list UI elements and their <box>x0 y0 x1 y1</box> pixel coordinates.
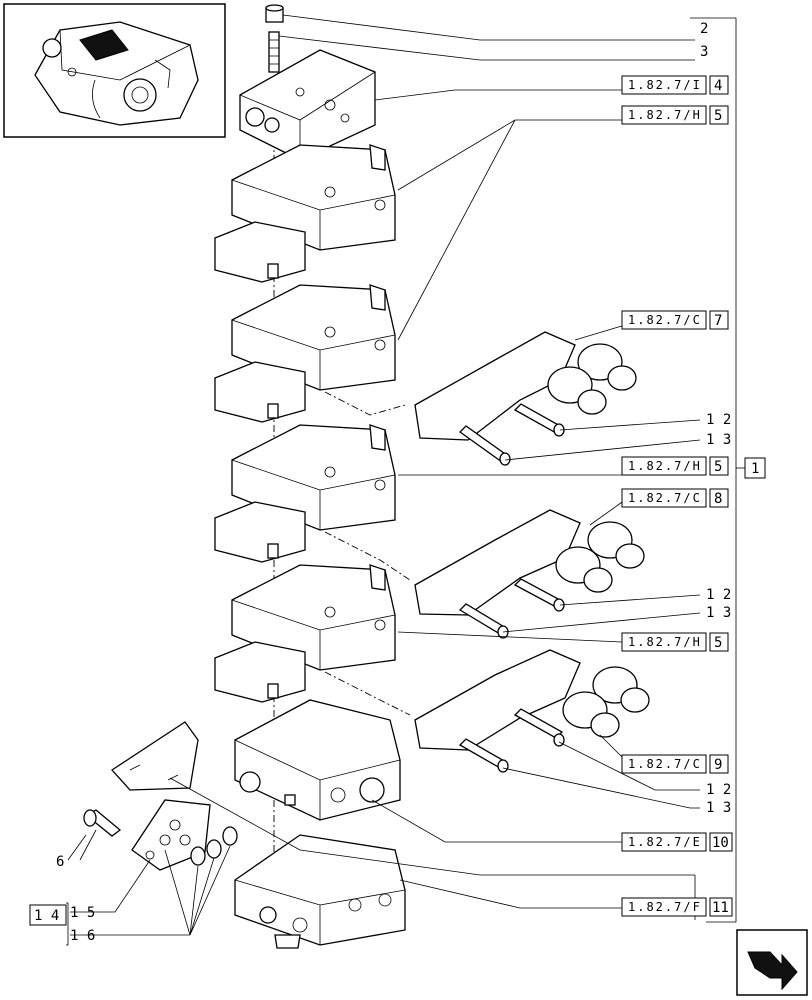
coupler-block-2 <box>414 509 645 639</box>
nut <box>265 4 284 23</box>
group-label: 1 <box>736 457 766 479</box>
svg-text:1: 1 <box>751 461 759 477</box>
callout-12c: 1 2 <box>706 782 731 798</box>
ref-num: 11 <box>712 900 729 916</box>
valve-section-2 <box>214 284 396 423</box>
callout-13a: 1 3 <box>706 432 731 448</box>
outlet-section <box>234 834 406 949</box>
ref-box-8[interactable]: 1.82.7/C 8 <box>621 488 729 508</box>
callout-12b: 1 2 <box>706 587 731 603</box>
ref-code: 1.82.7/E <box>628 835 702 849</box>
ref-num: 5 <box>714 459 722 475</box>
ref-num: 10 <box>712 835 729 851</box>
valve-section-1 <box>214 144 396 283</box>
ref-code: 1.82.7/I <box>628 78 702 92</box>
stud <box>268 31 280 73</box>
coupler-block-3 <box>414 649 650 773</box>
svg-text:1 4: 1 4 <box>34 908 59 924</box>
callout-13c: 1 3 <box>706 800 731 816</box>
valve-section-4 <box>214 564 396 703</box>
ref-code: 1.82.7/C <box>628 757 702 771</box>
callout-13b: 1 3 <box>706 605 731 621</box>
ref-num: 7 <box>714 313 722 329</box>
ref-box-11[interactable]: 1.82.7/F 11 <box>621 897 733 917</box>
callout-6: 6 <box>56 854 64 870</box>
ref-num: 9 <box>714 757 722 773</box>
ref-num: 4 <box>714 78 722 94</box>
ref-code: 1.82.7/H <box>628 459 702 473</box>
ref-box-5a[interactable]: 1.82.7/H 5 <box>621 105 729 125</box>
callout-12a: 1 2 <box>706 412 731 428</box>
bracket-plate <box>111 721 199 791</box>
ref-box-4[interactable]: 1.82.7/I 4 <box>621 75 729 95</box>
bolt <box>83 809 122 837</box>
valve-section-3 <box>214 424 396 563</box>
next-page-arrow-icon[interactable] <box>736 929 808 996</box>
callout-16: 1 6 <box>70 928 95 944</box>
callout-3: 3 <box>700 44 708 60</box>
callout-15: 1 5 <box>70 905 95 921</box>
kit-label: 1 4 <box>29 902 69 946</box>
coupler-block-1 <box>414 331 637 466</box>
ref-box-7[interactable]: 1.82.7/C 7 <box>621 310 729 330</box>
ref-box-5b[interactable]: 1.82.7/H 5 <box>621 456 729 476</box>
ref-box-5c[interactable]: 1.82.7/H 5 <box>621 632 729 652</box>
ref-num: 5 <box>714 635 722 651</box>
end-cover <box>239 49 376 161</box>
ref-code: 1.82.7/C <box>628 491 702 505</box>
inlet-section <box>234 699 401 821</box>
ref-code: 1.82.7/H <box>628 108 702 122</box>
ref-num: 8 <box>714 491 722 507</box>
seal-rings <box>190 826 238 866</box>
ref-code: 1.82.7/H <box>628 635 702 649</box>
ref-box-10[interactable]: 1.82.7/E 10 <box>621 832 733 852</box>
ref-code: 1.82.7/F <box>628 900 702 914</box>
ref-num: 5 <box>714 108 722 124</box>
flange-plate <box>131 799 211 871</box>
ref-box-9[interactable]: 1.82.7/C 9 <box>621 754 729 774</box>
thumbnail-assembly-icon <box>3 3 226 138</box>
callout-2: 2 <box>700 21 708 37</box>
ref-code: 1.82.7/C <box>628 313 702 327</box>
